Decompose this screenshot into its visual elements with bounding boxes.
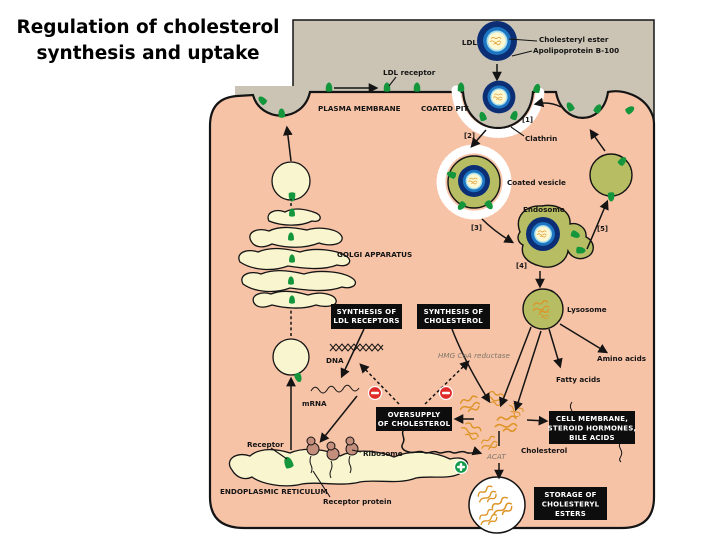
arrow-lysosome-to-cholesterol-1 xyxy=(499,326,532,408)
svg-text:STORAGE OF: STORAGE OF xyxy=(544,491,596,499)
arrow-to-products-box xyxy=(526,415,549,426)
svg-text:OF CHOLESTEROL: OF CHOLESTEROL xyxy=(378,420,451,428)
page-title-line1: Regulation of cholesterol xyxy=(16,17,279,38)
pointer-receptor xyxy=(270,447,288,460)
svg-text:SYNTHESIS OF: SYNTHESIS OF xyxy=(337,308,397,316)
mrna-label: mRNA xyxy=(302,399,327,408)
er-label: ENDOPLASMIC RETICULUM xyxy=(220,487,328,496)
coated-pit-label: COATED PIT xyxy=(421,104,468,113)
inhibition-icon xyxy=(367,385,383,401)
dashed-inhibition-hmg-coa xyxy=(424,360,470,405)
arrow-vesicle-to-endosome xyxy=(481,218,515,244)
pointer-receptor-protein xyxy=(312,470,331,498)
arrow-to-amino-acids xyxy=(559,323,609,354)
ldl-receptor-label: LDL receptor xyxy=(383,68,436,77)
svg-text:SYNTHESIS OF: SYNTHESIS OF xyxy=(424,308,484,316)
cholesterol-label: Cholesterol xyxy=(521,446,567,455)
stimulation-icon xyxy=(453,459,469,475)
pointer-ldl-receptor xyxy=(388,76,397,87)
plasma-membrane-label: PLASMA MEMBRANE xyxy=(318,104,401,113)
amino-acids-label: Amino acids xyxy=(597,354,646,363)
pointer-apolipoprotein xyxy=(511,50,533,57)
pointer-ribosome xyxy=(351,449,362,453)
ldl-particle-in-coated-pit xyxy=(483,81,516,114)
wavy-line-products xyxy=(618,440,623,463)
mrna-graphic xyxy=(310,384,360,394)
clathrin-label: Clathrin xyxy=(525,134,557,143)
svg-text:LDL RECEPTORS: LDL RECEPTORS xyxy=(333,317,399,325)
cholesteryl-ester-label: Cholesteryl ester xyxy=(539,35,609,44)
synthesis-cholesterol-box: SYNTHESIS OF CHOLESTEROL xyxy=(417,304,490,329)
arrow-recycle-to-membrane xyxy=(589,128,606,152)
step-4: [4] xyxy=(516,262,527,270)
coated-vesicle xyxy=(436,144,512,220)
pointer-cholesteryl-ester xyxy=(508,38,538,42)
step-2: [2] xyxy=(464,132,475,140)
ribosomes xyxy=(306,436,359,479)
cholesteryl-ester-droplet xyxy=(468,476,526,534)
step-5: [5] xyxy=(597,225,608,233)
label-pointers xyxy=(270,38,538,498)
ldl-particle-extracellular xyxy=(477,21,517,61)
ldl-particle-in-endosome xyxy=(526,217,560,251)
wavy-arrow-stimulate-acat xyxy=(401,428,483,456)
clathrin-coat-pit xyxy=(451,85,545,138)
transport-vesicle-er-to-golgi xyxy=(272,338,310,376)
arrow-pit-to-vesicle xyxy=(470,129,487,148)
svg-text:STEROID HORMONES,: STEROID HORMONES, xyxy=(548,425,637,433)
ldl-particle-in-vesicle xyxy=(458,165,490,197)
coated-vesicle-label: Coated vesicle xyxy=(507,178,566,187)
dna-label: DNA xyxy=(326,356,344,365)
ldl-label: LDL xyxy=(462,38,478,47)
step-3: [3] xyxy=(471,224,482,232)
svg-text:CELL MEMBRANE,: CELL MEMBRANE, xyxy=(556,415,628,423)
hmg-coa-reductase-label: HMG CoA reductase xyxy=(438,351,510,360)
arrow-dna-to-mrna xyxy=(340,328,365,379)
diagram-labels: LDL Cholesteryl ester Apolipoprotein B-1… xyxy=(220,35,646,506)
apolipoprotein-label: Apolipoprotein B-100 xyxy=(533,46,619,55)
svg-text:ESTERS: ESTERS xyxy=(555,510,586,518)
step-1: [1] xyxy=(522,116,533,124)
receptor-protein-label: Receptor protein xyxy=(323,497,392,506)
arrow-lysosome-to-cholesterol-2 xyxy=(513,330,542,412)
oversupply-box: OVERSUPPLY OF CHOLESTEROL xyxy=(376,407,452,431)
arrow-into-coated-pit xyxy=(533,97,562,108)
receptor-label: Receptor xyxy=(247,440,284,449)
pointer-clathrin xyxy=(510,126,525,137)
arrow-to-fatty-acids xyxy=(548,328,563,369)
dna-graphic xyxy=(329,343,384,352)
lysosome-label: Lysosome xyxy=(567,305,607,314)
storage-box: STORAGE OF CHOLESTERYL ESTERS xyxy=(534,487,607,520)
cell-membrane-products-box: CELL MEMBRANE, STEROID HORMONES, BILE AC… xyxy=(548,411,637,444)
arrow-vesicle-to-membrane xyxy=(283,125,293,162)
golgi-label: GOLGI APPARATUS xyxy=(337,250,412,259)
fatty-acids-label: Fatty acids xyxy=(556,375,600,384)
dashed-inhibition-ldl-receptors xyxy=(359,363,400,405)
svg-text:CHOLESTERYL: CHOLESTERYL xyxy=(542,501,600,509)
lysosome xyxy=(522,288,564,330)
svg-text:BILE ACIDS: BILE ACIDS xyxy=(569,434,615,442)
acat-label: ACAT xyxy=(486,452,506,461)
arrow-mrna-to-ribosome xyxy=(319,395,358,443)
pathway-arrows xyxy=(283,64,623,480)
arrow-endosome-to-recycle xyxy=(586,199,609,250)
ribosome-label: Ribosome xyxy=(363,449,403,458)
inhibition-icon xyxy=(438,385,454,401)
endosome-label: Endosome xyxy=(523,205,565,214)
svg-text:CHOLESTEROL: CHOLESTEROL xyxy=(424,317,483,325)
page-title-line2: synthesis and uptake xyxy=(36,43,259,64)
svg-text:OVERSUPPLY: OVERSUPPLY xyxy=(388,411,442,419)
synthesis-ldl-receptors-box: SYNTHESIS OF LDL RECEPTORS xyxy=(331,304,402,329)
